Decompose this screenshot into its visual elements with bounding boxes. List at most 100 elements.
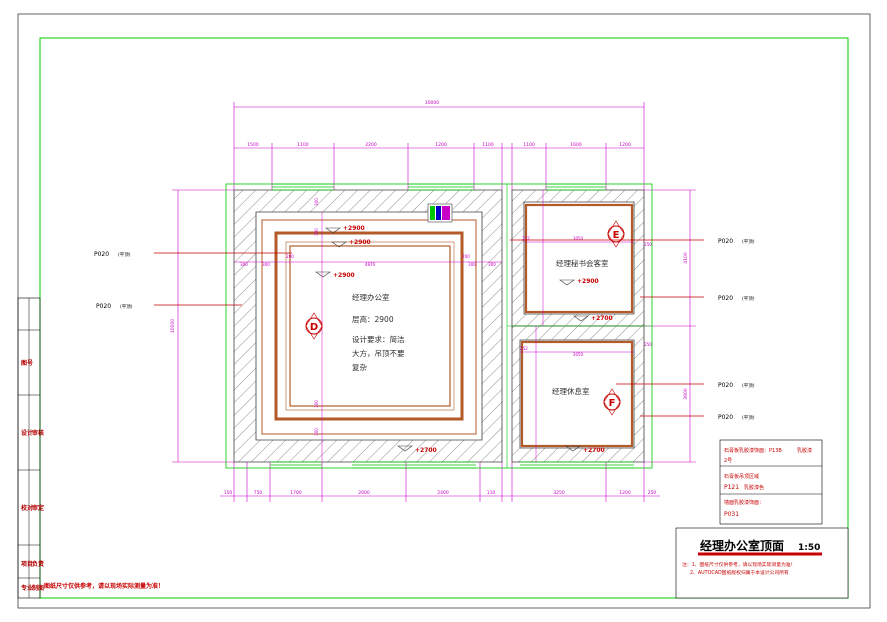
materials-legend: 石膏板乳胶漆饰面：P13B 乳胶漆 2号 石膏板吊顶区域 P121 乳胶漆色 墙… xyxy=(719,439,823,525)
title-block-cell-3: 审核 xyxy=(32,429,44,437)
room-e-ceiling xyxy=(524,203,634,314)
section-marker-d: D xyxy=(305,312,323,340)
section-marker-f-label: F xyxy=(609,398,616,409)
room-main-name: 经理办公室 xyxy=(352,292,390,302)
level-symbols xyxy=(315,227,589,452)
title-block-cell-6: 项目 xyxy=(21,560,33,568)
title-block-cell-9: 制图 xyxy=(32,584,44,592)
dim-room-e-right: 250 xyxy=(644,242,652,247)
dim-offset-3: 200 xyxy=(286,254,294,259)
callout-right-1: P020 xyxy=(718,238,733,245)
dim-bottom-seg-3: 1700 xyxy=(290,490,302,496)
legend-row3-a: 墙面乳胶漆饰面： xyxy=(724,499,764,506)
legend-row1-c: 2号 xyxy=(724,458,732,464)
room-main-req-1: 设计要求：简洁 xyxy=(352,334,405,344)
dim-offset-2: 300 xyxy=(262,262,270,267)
side-dimensions xyxy=(172,189,696,463)
dim-bottom-seg-5: 2400 xyxy=(437,490,449,496)
title-block: 经理办公室顶面 1:50 注：1、图纸尺寸仅供参考，请以现场实际测量为准！ 2、… xyxy=(675,527,849,599)
dim-top-seg-7: 1100 xyxy=(523,142,535,148)
dim-right-upper: 4100 xyxy=(683,252,689,264)
dim-bottom-seg-2: 750 xyxy=(254,490,263,496)
legend-row2-a: 石膏板吊顶区域 xyxy=(724,473,759,480)
dim-right-lower: 3900 xyxy=(683,388,689,400)
bottom-dimensions xyxy=(220,462,660,502)
legend-row2-c: 乳胶漆色 xyxy=(744,484,764,491)
dim-offset-1: 300 xyxy=(240,262,248,267)
legend-row3-b: P031 xyxy=(724,511,739,518)
dim-overall-top: 10000 xyxy=(425,100,439,106)
section-marker-d-label: D xyxy=(310,322,318,333)
dim-top-seg-5: 1100 xyxy=(482,142,494,148)
title-block-cell-5: 审定 xyxy=(32,504,44,512)
dim-room-f-right: 250 xyxy=(644,342,652,347)
dim-bottom-seg-4: 2600 xyxy=(358,490,370,496)
level-main-b: +2900 xyxy=(349,239,371,246)
dim-bottom-seg-7: 3250 xyxy=(553,490,565,496)
callout-right-2: P020 xyxy=(718,295,733,302)
section-marker-e-label: E xyxy=(613,230,620,241)
title-block-cell-4: 校对 xyxy=(21,504,33,512)
drawing-scale: 1:50 xyxy=(798,543,820,553)
level-room-e-bottom: +2700 xyxy=(591,315,613,322)
dim-bottom-seg-6: 110 xyxy=(487,490,496,496)
callout-left-1: P020 xyxy=(94,251,109,258)
callout-right-3-sub: (平顶) xyxy=(742,383,755,389)
level-main-c: +2900 xyxy=(333,272,355,279)
title-block-cell-1: 图号 xyxy=(21,359,33,367)
room-main-height: 层高：2900 xyxy=(352,314,394,324)
dim-offset-8: 300 xyxy=(314,228,319,236)
drawing-note-1: 注：1、图纸尺寸仅供参考，请以现场实际测量为准！ xyxy=(682,561,795,568)
room-e-name: 经理秘书会客室 xyxy=(556,258,609,268)
dim-inner-width-main: 4870 xyxy=(365,262,376,267)
dim-top-seg-2: 1100 xyxy=(297,142,309,148)
room-f-name: 经理休息室 xyxy=(552,386,590,396)
dim-room-e-left: 252 xyxy=(522,236,530,241)
dim-offset-9: 300 xyxy=(314,400,319,408)
dim-offset-6: 300 xyxy=(488,262,496,267)
callout-left-2: P020 xyxy=(96,303,111,310)
dim-room-f-left: 252 xyxy=(520,346,528,351)
dim-left-height: 10000 xyxy=(170,319,176,333)
callout-left-2-sub: (平顶) xyxy=(120,304,133,310)
bottom-disclaimer: 图纸尺寸仅供参考，请以现场实际测量为准！ xyxy=(44,582,164,590)
dim-top-seg-9: 1200 xyxy=(619,142,631,148)
level-main-bottom: +2700 xyxy=(415,447,437,454)
dim-bottom-seg-9: 250 xyxy=(648,490,657,496)
dim-top-seg-4: 1200 xyxy=(435,142,447,148)
legend-row1-b: 乳胶漆 xyxy=(797,447,812,454)
dim-inner-width-room-f: 3050 xyxy=(573,352,584,357)
main-ceiling-rings xyxy=(261,219,477,435)
drawing-note-2: 2、AUTOCAD图纸版权归属于本设计公司所有 xyxy=(690,569,789,576)
title-block-cell-7: 负责 xyxy=(32,560,44,568)
dim-top-seg-3: 2200 xyxy=(365,142,377,148)
dim-top-seg-1: 1500 xyxy=(247,142,259,148)
title-block-cell-2: 设计 xyxy=(21,429,33,437)
callout-right-4-sub: (平顶) xyxy=(742,415,755,421)
section-marker-f: F xyxy=(603,388,621,416)
callout-left-1-sub: (平顶) xyxy=(118,252,131,258)
dim-top-seg-8: 1600 xyxy=(570,142,582,148)
dim-offset-5: 300 xyxy=(468,262,476,267)
legend-row1-a: 石膏板乳胶漆饰面：P13B xyxy=(724,447,782,454)
callout-right-4: P020 xyxy=(718,414,733,421)
room-main-req-3: 复杂 xyxy=(352,362,367,372)
leader-lines xyxy=(154,239,704,417)
level-main-a: +2900 xyxy=(343,225,365,232)
drawing-title: 经理办公室顶面 xyxy=(700,538,784,553)
windows xyxy=(270,183,634,469)
level-room-f-bottom: +2700 xyxy=(583,447,605,454)
left-title-strip: 图号 设计 审核 校对 审定 项目 负责 专业 制图 xyxy=(17,297,44,599)
callout-right-1-sub: (平顶) xyxy=(742,239,755,245)
room-main-req-2: 大方，吊顶不要 xyxy=(352,348,405,358)
dim-bottom-seg-8: 1200 xyxy=(619,490,631,496)
level-room-e: +2900 xyxy=(577,278,599,285)
dim-bottom-seg-1: 150 xyxy=(224,490,233,496)
legend-row2-b: P121 xyxy=(724,484,739,491)
top-dimensions xyxy=(233,102,645,190)
dim-offset-4: 200 xyxy=(462,254,470,259)
section-marker-e: E xyxy=(607,220,625,248)
ac-unit-icon xyxy=(427,203,453,223)
title-block-cell-8: 专业 xyxy=(21,584,33,592)
